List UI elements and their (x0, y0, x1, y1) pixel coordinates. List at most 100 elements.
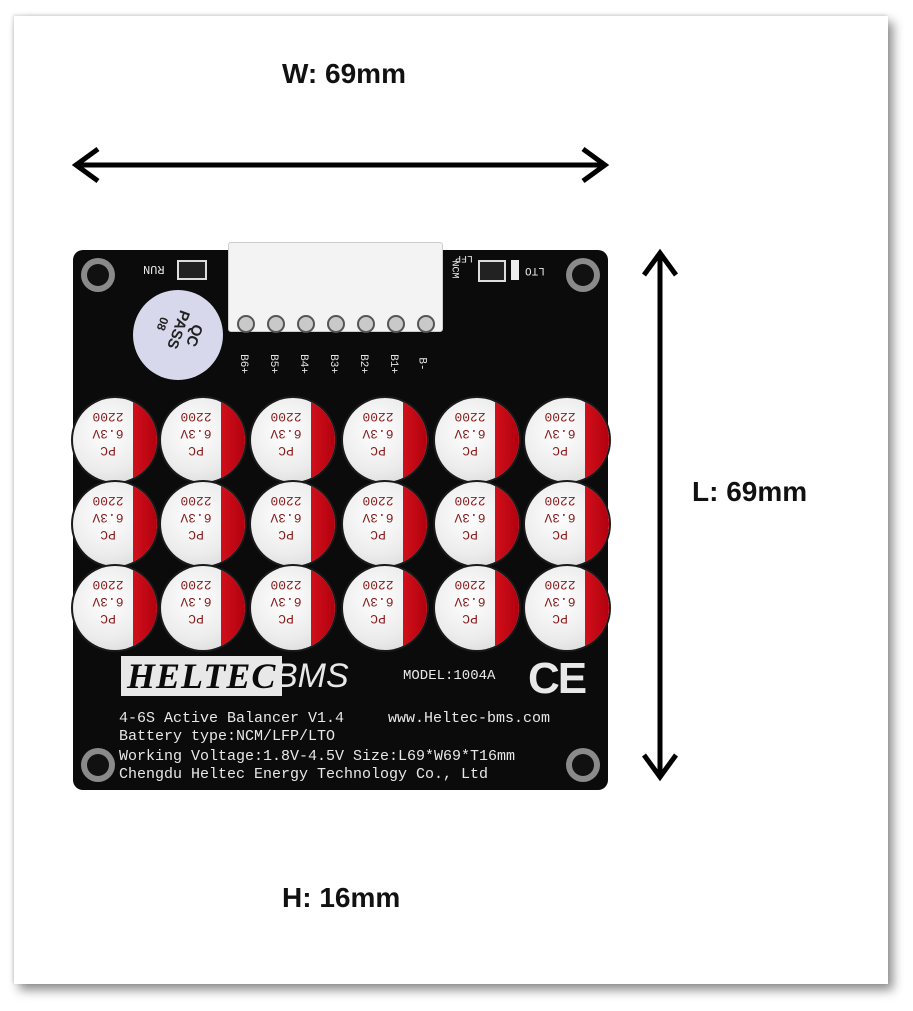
heltec-logo: HELTEC BMS (121, 656, 361, 702)
mounting-hole-icon (81, 748, 115, 782)
capacitor-voltage: 6.3V (92, 510, 124, 525)
capacitor-voltage: 6.3V (180, 426, 212, 441)
capacitor-type: PC (370, 611, 386, 626)
capacitor-voltage: 6.3V (362, 594, 394, 609)
capacitor-type: PC (462, 443, 478, 458)
length-arrow-icon (641, 248, 679, 782)
capacitor-stripe (585, 566, 609, 650)
capacitor-value: 2200 (454, 409, 486, 424)
capacitor-type: PC (462, 527, 478, 542)
website-url: www.Heltec-bms.com (388, 710, 551, 727)
capacitor: PC 6.3V 2200 (435, 398, 519, 482)
mounting-hole-icon (81, 258, 115, 292)
capacitor-type: PC (370, 527, 386, 542)
capacitor-stripe (495, 566, 519, 650)
capacitor-value: 2200 (544, 493, 576, 508)
capacitor-voltage: 6.3V (362, 426, 394, 441)
capacitor-type: PC (188, 611, 204, 626)
capacitor-value: 2200 (544, 409, 576, 424)
capacitor: PC 6.3V 2200 (525, 482, 609, 566)
battery-type: Battery type:NCM/LFP/LTO (119, 728, 336, 745)
height-label: H: 16mm (282, 882, 401, 913)
balancer-board: RUN B6+ B5+ B4+ B3+ B2+ B1+ B- NCM LFP L… (73, 242, 609, 790)
capacitor-value: 2200 (92, 409, 124, 424)
board-size: Size:L69*W69*T16mm (353, 748, 516, 765)
capacitor-type: PC (188, 443, 204, 458)
capacitor-stripe (133, 566, 157, 650)
capacitor-voltage: 6.3V (454, 510, 486, 525)
capacitor: PC 6.3V 2200 (161, 398, 245, 482)
capacitor-stripe (221, 398, 245, 482)
capacitor-stripe (311, 398, 335, 482)
capacitor-stripe (221, 566, 245, 650)
model-label: MODEL:1004A (403, 668, 496, 684)
capacitor-voltage: 6.3V (544, 594, 576, 609)
capacitor-type: PC (462, 611, 478, 626)
capacitor-value: 2200 (270, 577, 302, 592)
capacitor: PC 6.3V 2200 (435, 482, 519, 566)
capacitor-label: PC 6.3V 2200 (349, 492, 407, 543)
capacitor-stripe (585, 482, 609, 566)
capacitor-type: PC (100, 611, 116, 626)
capacitor-type: PC (552, 527, 568, 542)
capacitor-voltage: 6.3V (454, 426, 486, 441)
capacitor-type: PC (188, 527, 204, 542)
run-led (177, 260, 207, 280)
capacitor-value: 2200 (180, 493, 212, 508)
capacitor-label: PC 6.3V 2200 (441, 492, 499, 543)
capacitor-stripe (311, 482, 335, 566)
capacitor: PC 6.3V 2200 (525, 398, 609, 482)
capacitor-type: PC (552, 443, 568, 458)
capacitor-label: PC 6.3V 2200 (167, 408, 225, 459)
capacitor-voltage: 6.3V (180, 594, 212, 609)
capacitor-value: 2200 (362, 493, 394, 508)
capacitor-type: PC (278, 527, 294, 542)
capacitor-stripe (221, 482, 245, 566)
capacitor-stripe (403, 566, 427, 650)
capacitor-voltage: 6.3V (270, 594, 302, 609)
mounting-hole-icon (566, 258, 600, 292)
capacitor-type: PC (100, 443, 116, 458)
capacitor-voltage: 6.3V (544, 426, 576, 441)
capacitor-type: PC (370, 443, 386, 458)
width-label: W: 69mm (282, 58, 406, 89)
capacitor-value: 2200 (544, 577, 576, 592)
connector-pins-icon (237, 315, 435, 333)
capacitor-type: PC (278, 443, 294, 458)
capacitor-stripe (133, 398, 157, 482)
capacitor-voltage: 6.3V (544, 510, 576, 525)
working-voltage: Working Voltage:1.8V-4.5V (119, 748, 345, 765)
capacitor-label: PC 6.3V 2200 (441, 408, 499, 459)
capacitor-stripe (403, 482, 427, 566)
width-arrow-icon (71, 146, 610, 184)
capacitor-value: 2200 (454, 493, 486, 508)
mounting-hole-icon (566, 748, 600, 782)
capacitor-stripe (495, 398, 519, 482)
capacitor-value: 2200 (92, 577, 124, 592)
capacitor-stripe (403, 398, 427, 482)
capacitor-label: PC 6.3V 2200 (531, 408, 589, 459)
capacitor-stripe (495, 482, 519, 566)
capacitor-value: 2200 (180, 409, 212, 424)
capacitor-voltage: 6.3V (454, 594, 486, 609)
capacitor-type: PC (100, 527, 116, 542)
capacitor-voltage: 6.3V (362, 510, 394, 525)
